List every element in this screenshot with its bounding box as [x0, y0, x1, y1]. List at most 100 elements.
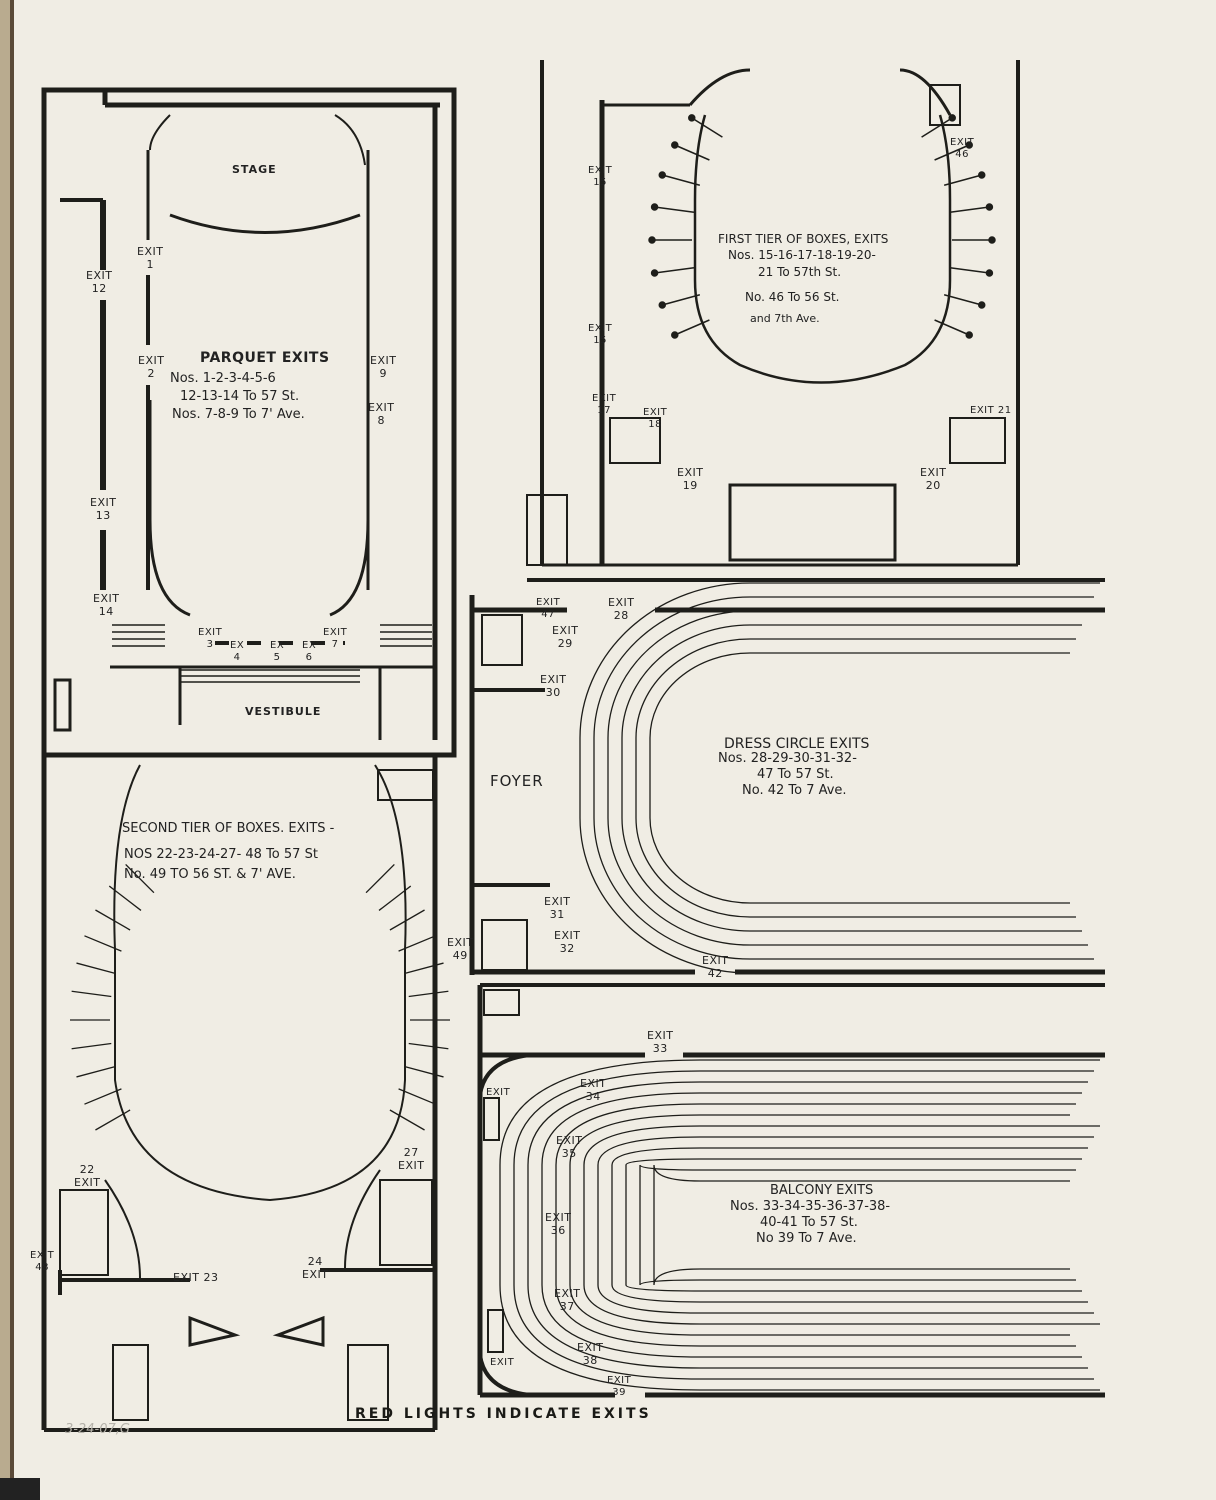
box-partition [389, 1109, 425, 1131]
box-partition [949, 267, 990, 274]
exit-33-label: EXIT 33 [647, 1029, 674, 1055]
box-partition [76, 1065, 116, 1078]
exit-13-label: EXIT 13 [90, 496, 117, 522]
box-partition [674, 144, 710, 161]
box-door-marker [648, 236, 656, 244]
box-partition [84, 935, 122, 952]
balcony-row [541, 1092, 1082, 1358]
first-tier-line-2: 21 To 57th St. [758, 265, 842, 279]
second-tier-line-1: NOS 22-23-24-27- 48 To 57 St [124, 847, 318, 862]
dress-circle-line-1: Nos. 28-29-30-31-32- [718, 751, 857, 766]
exit-3-label: EXIT 3 [198, 627, 223, 650]
balcony-row [569, 1114, 1070, 1336]
exit-1-label: EXIT 1 [137, 245, 164, 271]
exit-2-label: EXIT 2 [138, 354, 165, 380]
box-partition [691, 117, 723, 138]
exit-17-label: EXIT 17 [592, 393, 617, 416]
exit-23-label: EXIT 23 [173, 1271, 219, 1284]
box-partition [654, 267, 695, 274]
exit-27-label: 27 EXIT [398, 1146, 425, 1172]
exit-39-label: EXIT 39 [607, 1375, 632, 1398]
exit-15b-label: EXIT 15 [588, 323, 613, 346]
parquet-line-3: Nos. 7-8-9 To 7' Ave. [172, 407, 305, 422]
box-door-marker [977, 301, 986, 309]
parquet-plan [41, 87, 457, 758]
first-tier-box-partitions [648, 114, 996, 339]
exit-9-label: EXIT 9 [370, 354, 397, 380]
balcony-row [555, 1103, 1076, 1347]
box-partition [921, 117, 953, 138]
box-door-marker [658, 171, 667, 179]
box-door-marker [671, 141, 679, 149]
balcony-line-3: No 39 To 7 Ave. [756, 1231, 857, 1246]
box-partition [949, 206, 990, 213]
balcony-row [499, 1059, 1100, 1391]
exit-35-label: EXIT 35 [556, 1134, 583, 1160]
exit-47-label: EXIT 47 [536, 597, 561, 620]
box-partition [398, 1088, 436, 1105]
exit-36-label: EXIT 36 [545, 1211, 572, 1237]
pencil-annotation: 3-24-07,G [65, 1422, 130, 1437]
exit-30-label: EXIT 30 [540, 673, 567, 699]
box-partition [943, 293, 982, 306]
exit-6-label: EX 6 [302, 640, 317, 663]
box-door-marker [988, 236, 996, 244]
dress-circle-line-2: 47 To 57 St. [757, 767, 834, 782]
exit-24-label: 24 EXIT [302, 1255, 329, 1281]
box-partition [934, 319, 970, 336]
box-partition [674, 319, 710, 336]
exit-18-label: EXIT 18 [643, 407, 668, 430]
box-partition [404, 1065, 444, 1078]
balcony-row [639, 1164, 1076, 1286]
balcony-seating-rows [499, 1059, 1100, 1391]
first-tier-line-4: and 7th Ave. [750, 312, 820, 325]
exit-15a-label: EXIT 15 [588, 165, 613, 188]
second-tier-box-partitions [70, 863, 450, 1131]
dress-circle-seating-rows [579, 582, 1100, 974]
balcony-row [611, 1147, 1088, 1303]
first-tier-line-3: No. 46 To 56 St. [745, 290, 840, 304]
exit-28-label: EXIT 28 [608, 596, 635, 622]
box-partition [365, 863, 395, 894]
dress-circle-row [607, 610, 1088, 946]
box-door-marker [985, 269, 994, 277]
box-partition [943, 174, 982, 187]
first-tier-plan [526, 60, 1020, 567]
box-partition [404, 962, 444, 975]
exit-4-label: EX 4 [230, 640, 245, 663]
box-partition [76, 962, 116, 975]
box-partition [84, 1088, 122, 1105]
balcony-exit-bottom-label: EXIT [490, 1357, 515, 1368]
box-partition [934, 144, 970, 161]
box-partition [398, 935, 436, 952]
dress-circle-row [579, 582, 1100, 974]
second-tier-heading: SECOND TIER OF BOXES. EXITS - [122, 821, 335, 836]
box-partition [71, 1042, 112, 1050]
box-partition [95, 909, 131, 931]
exit-46-label: EXIT 46 [950, 137, 975, 160]
stage-label: STAGE [232, 163, 277, 176]
box-door-marker [965, 331, 973, 339]
box-door-marker [658, 301, 667, 309]
exit-32-label: EXIT 32 [554, 929, 581, 955]
second-tier-line-2: No. 49 TO 56 ST. & 7' AVE. [124, 867, 296, 882]
balcony-line-2: 40-41 To 57 St. [760, 1215, 858, 1230]
box-partition [654, 206, 695, 213]
dress-circle-row [621, 624, 1082, 932]
balcony-exit-top-label: EXIT [486, 1087, 511, 1098]
box-door-marker [977, 171, 986, 179]
footer-note: RED LIGHTS INDICATE EXITS [355, 1406, 652, 1422]
box-door-marker [650, 203, 659, 211]
box-partition [662, 293, 701, 306]
box-partition [408, 1042, 449, 1050]
exit-8-label: EXIT 8 [368, 401, 395, 427]
box-partition [662, 174, 701, 187]
dress-circle-row [635, 638, 1076, 918]
exit-29-label: EXIT 29 [552, 624, 579, 650]
exit-5-label: EX 5 [270, 640, 285, 663]
page-binding-edge [10, 0, 14, 1500]
vestibule-label: VESTIBULE [245, 705, 322, 718]
balcony-heading: BALCONY EXITS [770, 1183, 874, 1198]
dress-circle-row [593, 596, 1094, 960]
parquet-line-2: 12-13-14 To 57 St. [180, 389, 300, 404]
